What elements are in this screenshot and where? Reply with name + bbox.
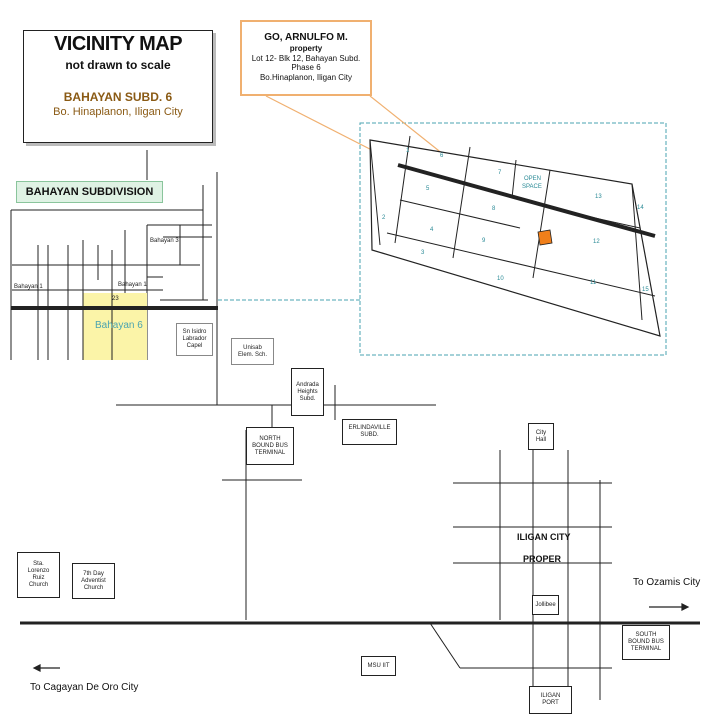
owner-address: Bo.Hinaplanon, Iligan City xyxy=(259,73,353,82)
direction-arrows xyxy=(32,603,690,672)
adventist-church-box: 7th Day Adventist Church xyxy=(72,563,115,599)
msu-box: MSU IIT xyxy=(361,656,396,676)
lot-number: 5 xyxy=(426,186,430,192)
label-bahayan-right: Bahayan 1 xyxy=(118,282,147,288)
owner-lot: Lot 12- Blk 12, Bahayan Subd. Phase 6 xyxy=(251,54,361,72)
chapel-box: Sn Isidro Labrador Capel xyxy=(176,323,213,356)
lot-number: 14 xyxy=(637,205,644,211)
school-box: Unisab Elem. Sch. xyxy=(231,338,274,365)
to-ozamis-label: To Ozamis City xyxy=(633,577,701,588)
owner-callout: GO, ARNULFO M. property Lot 12- Blk 12, … xyxy=(240,20,372,96)
lot-number: 15 xyxy=(642,287,649,293)
lot-number: 4 xyxy=(430,227,434,233)
map-title: VICINITY MAP xyxy=(53,33,183,55)
label-bahayan-left: Bahayan 1 xyxy=(14,284,43,290)
owner-name: GO, ARNULFO M. xyxy=(264,32,348,43)
andrada-box: Andrada Heights Subd. xyxy=(291,368,324,416)
lot-number: 11 xyxy=(590,280,597,286)
city-proper-label-2: PROPER xyxy=(523,554,562,564)
lot-number: 9 xyxy=(482,238,486,244)
iligan-port-box: ILIGAN PORT xyxy=(529,686,572,714)
subdivision-banner: BAHAYAN SUBDIVISION xyxy=(16,181,163,203)
lot-number: 13 xyxy=(595,194,602,200)
erlindaville-box: ERLINDAVILLE SUBD. xyxy=(342,419,397,445)
location-name: Bo. Hinaplanon, Iligan City xyxy=(53,106,183,118)
bahayan6-area xyxy=(83,293,147,360)
open-space-label-2: SPACE xyxy=(522,184,542,190)
subdivision-name: BAHAYAN SUBD. 6 xyxy=(63,90,173,104)
lot-number: 7 xyxy=(498,170,502,176)
lot-number: 10 xyxy=(497,276,504,282)
lot-number: 12 xyxy=(593,239,600,245)
lot-number: 1 xyxy=(406,148,410,154)
title-block: VICINITY MAP not drawn to scale BAHAYAN … xyxy=(23,30,213,143)
dashed-leaders xyxy=(218,122,667,356)
jollibee-box: Jollibee xyxy=(532,595,559,615)
scale-note: not drawn to scale xyxy=(65,58,171,72)
lot-number: 2 xyxy=(382,215,386,221)
lot-number: 8 xyxy=(492,206,496,212)
label-bahayan3: Bahayan 3 xyxy=(150,238,179,244)
city-hall-box: City Hall xyxy=(528,423,554,450)
open-space-label-1: OPEN xyxy=(524,176,542,182)
owner-label: property xyxy=(289,44,323,53)
label-bahayan-small: 23 xyxy=(112,296,119,302)
lorenzo-church-box: Sta. Lorenzo Ruiz Church xyxy=(17,552,60,598)
south-terminal-box: SOUTH BOUND BUS TERMINAL xyxy=(622,625,670,660)
lot-number: 6 xyxy=(440,153,444,159)
north-terminal-box: NORTH BOUND BUS TERMINAL xyxy=(246,427,294,465)
city-proper-label-1: ILIGAN CITY xyxy=(517,532,571,542)
property-lot xyxy=(537,229,553,246)
label-bahayan6: Bahayan 6 xyxy=(95,320,143,331)
lot-plan xyxy=(369,135,661,337)
to-cagayan-label: To Cagayan De Oro City xyxy=(30,682,139,693)
lot-number: 3 xyxy=(421,250,425,256)
